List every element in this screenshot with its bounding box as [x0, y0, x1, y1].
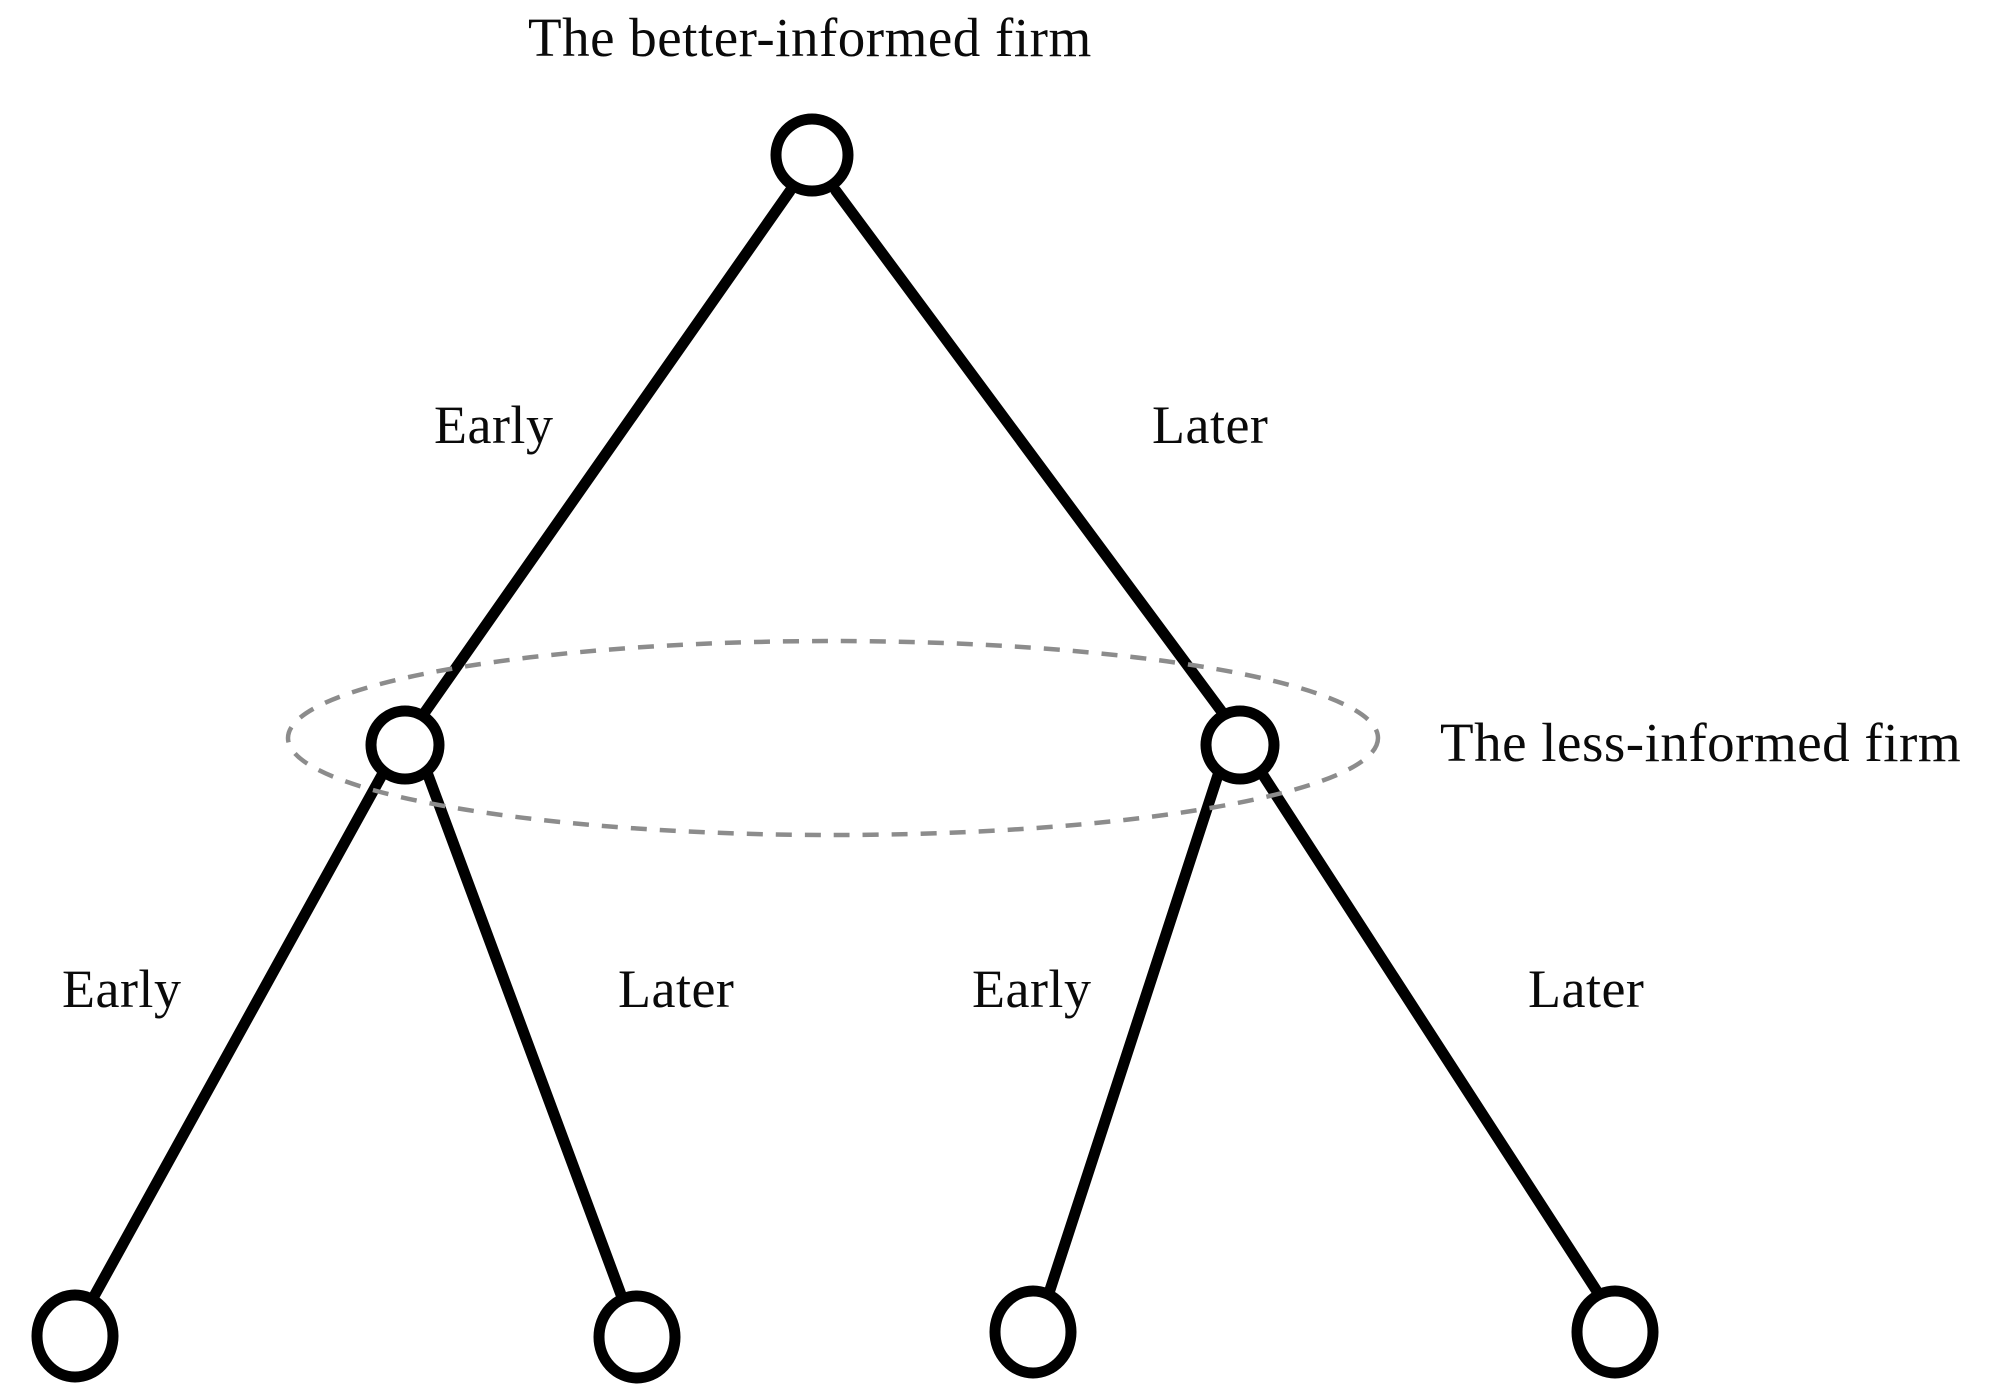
- edge-label-midright-later: Later: [1528, 959, 1645, 1019]
- edge-label-midleft-early: Early: [62, 959, 182, 1019]
- edge-label-midright-early: Early: [972, 959, 1092, 1019]
- edge-label-midleft-later: Later: [618, 959, 735, 1019]
- node-leaf-3[interactable]: [989, 1285, 1077, 1379]
- node-mid-left[interactable]: [365, 705, 445, 785]
- information-set-ellipse: [285, 638, 1381, 838]
- node-root[interactable]: [770, 113, 854, 197]
- edge-midright-later: [1257, 769, 1606, 1302]
- node-mid-right[interactable]: [1200, 705, 1280, 785]
- edge-root-later: [830, 185, 1228, 718]
- edge-label-root-early: Early: [434, 395, 554, 455]
- edge-root-early: [419, 185, 796, 718]
- tree-edges: [86, 185, 1606, 1306]
- edge-midleft-early: [86, 769, 388, 1306]
- edge-midright-early: [1042, 769, 1224, 1302]
- node-leaf-1[interactable]: [31, 1289, 119, 1383]
- tree-nodes: [31, 113, 1659, 1384]
- edge-label-root-later: Later: [1152, 395, 1269, 455]
- node-leaf-4[interactable]: [1571, 1285, 1659, 1379]
- edge-midleft-later: [422, 769, 629, 1306]
- node-leaf-2[interactable]: [593, 1290, 681, 1384]
- title-less-informed-firm: The less-informed firm: [1440, 712, 1962, 773]
- title-better-informed-firm: The better-informed firm: [528, 7, 1092, 68]
